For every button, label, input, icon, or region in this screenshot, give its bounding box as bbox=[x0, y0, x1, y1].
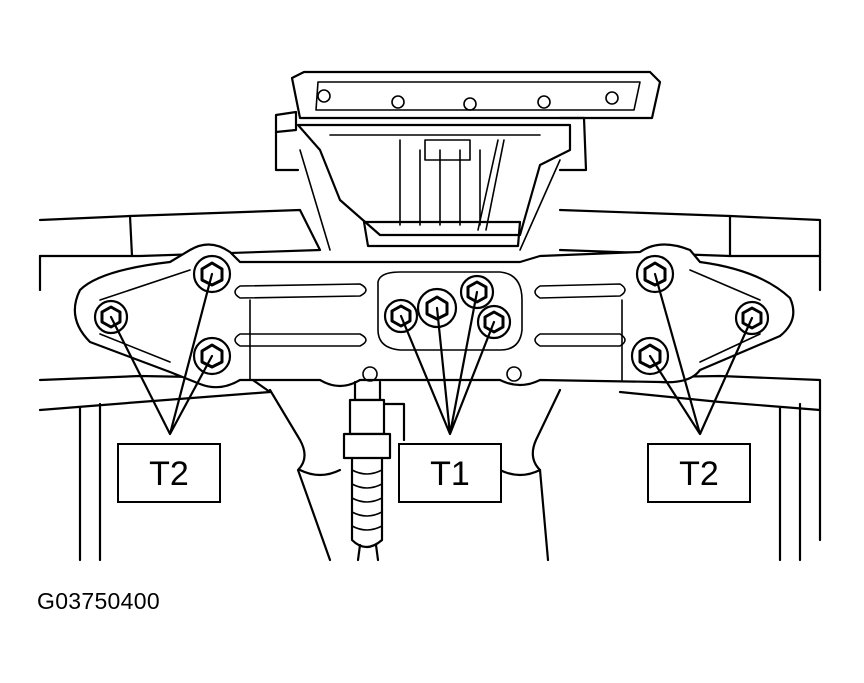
bolts-center bbox=[383, 274, 512, 340]
leader-lines-center bbox=[399, 290, 496, 436]
bolt bbox=[476, 304, 512, 340]
valve-body bbox=[296, 123, 572, 251]
right-frame bbox=[558, 208, 822, 562]
bolt bbox=[635, 254, 675, 294]
speed-sensor bbox=[342, 380, 406, 562]
left-frame bbox=[38, 208, 322, 562]
bolt bbox=[416, 287, 458, 329]
callout-right-label: T2 bbox=[679, 455, 719, 493]
callout-left-label: T2 bbox=[149, 455, 189, 493]
bolts-right bbox=[630, 254, 770, 376]
bolt bbox=[192, 254, 232, 294]
callout-center: T1 bbox=[398, 443, 502, 503]
callout-left: T2 bbox=[117, 443, 221, 503]
callout-right: T2 bbox=[647, 443, 751, 503]
leader-lines-right bbox=[648, 272, 754, 436]
bolt bbox=[459, 274, 495, 310]
crossmember bbox=[73, 243, 795, 389]
bolt bbox=[734, 300, 770, 336]
bolt bbox=[93, 299, 129, 335]
bolt bbox=[383, 298, 419, 334]
figure-code: G03750400 bbox=[37, 588, 160, 614]
leader-lines-left bbox=[109, 272, 214, 436]
lower-housing bbox=[268, 388, 562, 562]
callout-center-label: T1 bbox=[430, 455, 470, 493]
oil-pan bbox=[274, 70, 662, 172]
bolt bbox=[192, 336, 232, 376]
bolt bbox=[630, 336, 670, 376]
bolts-left bbox=[93, 254, 232, 376]
